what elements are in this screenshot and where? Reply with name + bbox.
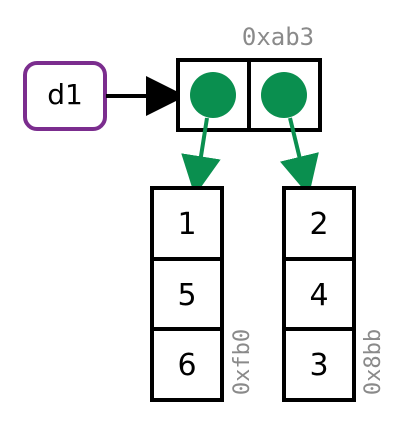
- column-2-box: [282, 186, 356, 402]
- column-2-address: 0x8bb: [361, 329, 386, 395]
- column-1-address: 0xfb0: [230, 329, 255, 395]
- pointer-arrow-1: [181, 117, 221, 196]
- list-address: 0xab3: [242, 23, 314, 51]
- variable-node: d1: [23, 61, 107, 131]
- column-1-value-1: 1: [177, 207, 196, 242]
- column-2-value-3: 3: [309, 348, 328, 383]
- column-1-value-2: 5: [177, 278, 196, 313]
- variable-name: d1: [47, 78, 83, 111]
- column-2: 2 4 3 0x8bb: [282, 186, 386, 402]
- column-1-box: [150, 186, 224, 402]
- column-2-value-1: 2: [309, 207, 328, 242]
- variable-box: [23, 61, 107, 131]
- column-1-value-3: 6: [177, 348, 196, 383]
- list-container: [176, 58, 322, 132]
- pointer-dot-1: [190, 72, 236, 118]
- pointer-arrow-2: [280, 117, 319, 196]
- column-2-value-2: 4: [309, 278, 328, 313]
- column-1: 1 5 6 0xfb0: [150, 186, 255, 402]
- pointer-dot-2: [261, 72, 307, 118]
